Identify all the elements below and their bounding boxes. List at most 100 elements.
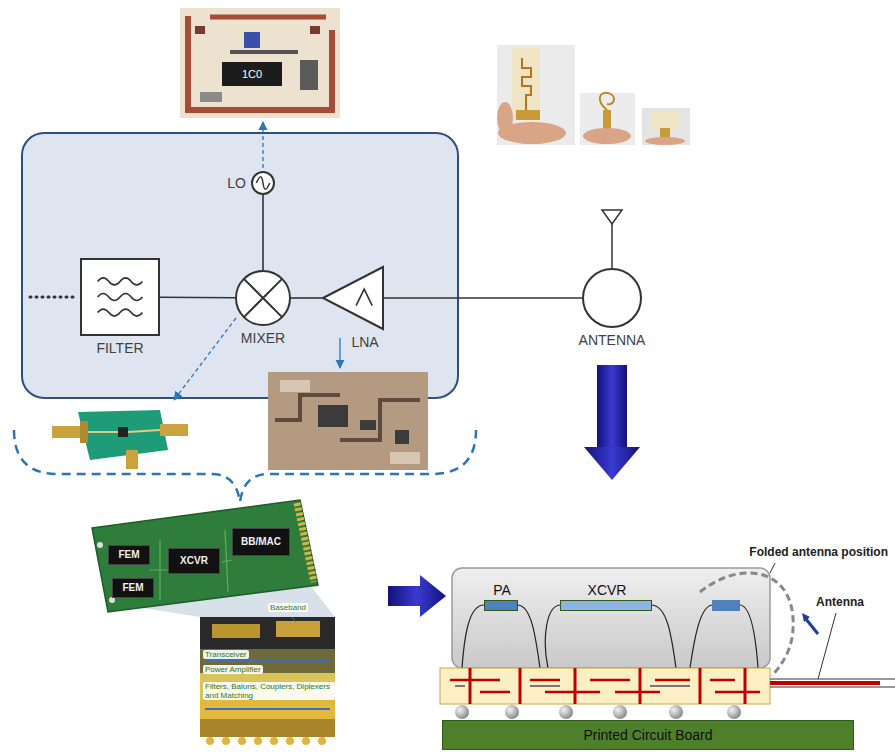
mixer-photo: [52, 426, 82, 438]
oscillator-photo: [244, 32, 260, 48]
mixer-photo: [50, 405, 188, 470]
circuit-board: Printed Circuit Board: [442, 720, 854, 750]
antenna-port-outline: [582, 268, 642, 328]
block-label: LNA: [351, 334, 378, 350]
module-cross-section: [254, 737, 262, 745]
input-dotted-line: [30, 297, 78, 298]
module-card: [297, 503, 314, 582]
box-outline: [81, 259, 159, 335]
module-cross-section: [302, 737, 310, 745]
filter-symbol: [98, 278, 143, 285]
mixer-circle: MIXER: [235, 270, 291, 326]
signal-line: [291, 297, 322, 299]
antenna-photo: [642, 108, 690, 145]
mixer-symbol: [244, 279, 282, 317]
module-cross-section: [238, 737, 246, 745]
group-bracket: [14, 430, 476, 502]
photo-leader: [262, 122, 263, 168]
photo-leader: [340, 338, 341, 368]
block-label: XCVR: [588, 582, 627, 598]
circle-outline: [583, 269, 641, 327]
antenna-photo: [522, 58, 531, 112]
module-chip: XCVR: [168, 548, 220, 574]
antenna-photo: [645, 137, 685, 145]
antenna-photo: [516, 110, 540, 120]
antenna-strip: [770, 681, 880, 685]
package: [727, 705, 741, 719]
chip-label: FEM: [118, 549, 139, 561]
mixer-photo: [118, 427, 128, 437]
amplifier-photo: [395, 430, 409, 444]
photo-leader: [263, 122, 264, 168]
folded-antenna-outline: [700, 573, 793, 676]
antenna-photo: [512, 48, 540, 120]
antenna-photo: [583, 128, 631, 144]
mixer-photo: [128, 430, 160, 432]
mixer-photo: [160, 424, 188, 436]
antenna-symbol: [602, 210, 622, 224]
leader-line: [818, 613, 836, 679]
amplifier-photo: [390, 452, 420, 464]
module-cross-section: [200, 617, 335, 745]
module-cross-section: [318, 737, 326, 745]
amplifier-photo: [360, 420, 376, 430]
part-marking: 1C0: [242, 68, 262, 81]
module-card: [97, 542, 103, 548]
amplifier-triangle-outline: [322, 266, 384, 330]
block-label: LO: [227, 175, 246, 191]
module-cross-section: [222, 737, 230, 745]
layer-label: Power Amplifier: [203, 665, 263, 674]
module-chip: FEM: [108, 545, 150, 565]
antenna-strip: [770, 687, 895, 688]
module-chip: FEM: [112, 578, 154, 598]
leader-line: [770, 563, 775, 573]
antenna-port: ANTENNA: [582, 268, 642, 328]
filter-box-outline: [80, 258, 160, 336]
antenna-photo: [660, 128, 670, 138]
package: [559, 705, 573, 719]
module-chip: BB/MAC: [232, 528, 290, 556]
module-cross-section: [286, 737, 294, 745]
circle-outline: [236, 271, 290, 325]
oscillator-photo: [200, 92, 222, 102]
photo-leader: [174, 318, 236, 400]
antenna-photo: [497, 45, 575, 145]
signal-line: [160, 296, 235, 298]
antenna-photo: [652, 112, 680, 130]
flow-arrow: [388, 575, 446, 617]
package: [455, 705, 469, 719]
chip-label: XCVR: [180, 555, 208, 567]
signal-line: [262, 195, 264, 270]
package: [452, 568, 770, 668]
amplifier-die: PA: [484, 600, 518, 611]
receiver-block: [22, 133, 458, 398]
antenna-photo: [497, 45, 690, 145]
oscillator-photo: [195, 26, 205, 34]
module-cross-section: [270, 737, 278, 745]
package: [470, 668, 745, 704]
photo-leader: [339, 338, 340, 368]
filter-symbol: [98, 294, 143, 301]
sine-symbol: [256, 177, 269, 190]
chip-label: BB/MAC: [241, 536, 281, 548]
antenna-photo: [600, 93, 614, 110]
module-cross-section: [276, 621, 320, 637]
fold-arrow: [806, 619, 818, 634]
oscillator-photo: [180, 8, 340, 118]
mixer-photo: [78, 410, 168, 460]
mixer-photo: [88, 431, 118, 433]
block-label: ANTENNA: [579, 332, 646, 348]
module-card: [92, 500, 335, 617]
flow-arrow: [584, 447, 640, 480]
package: [505, 705, 519, 719]
module-cross-section: [212, 624, 260, 638]
block-label: FILTER: [96, 340, 143, 356]
antenna-strip: [770, 679, 895, 680]
oscillator-circle-outline: [251, 171, 275, 195]
module-card: [150, 530, 232, 600]
oscillator-photo: [180, 8, 340, 118]
layer-label: Filters, Baluns, Couplers, Diplexers and…: [203, 682, 335, 700]
chip-label: FEM: [122, 582, 143, 594]
layer-label: Transceiver: [203, 650, 249, 659]
